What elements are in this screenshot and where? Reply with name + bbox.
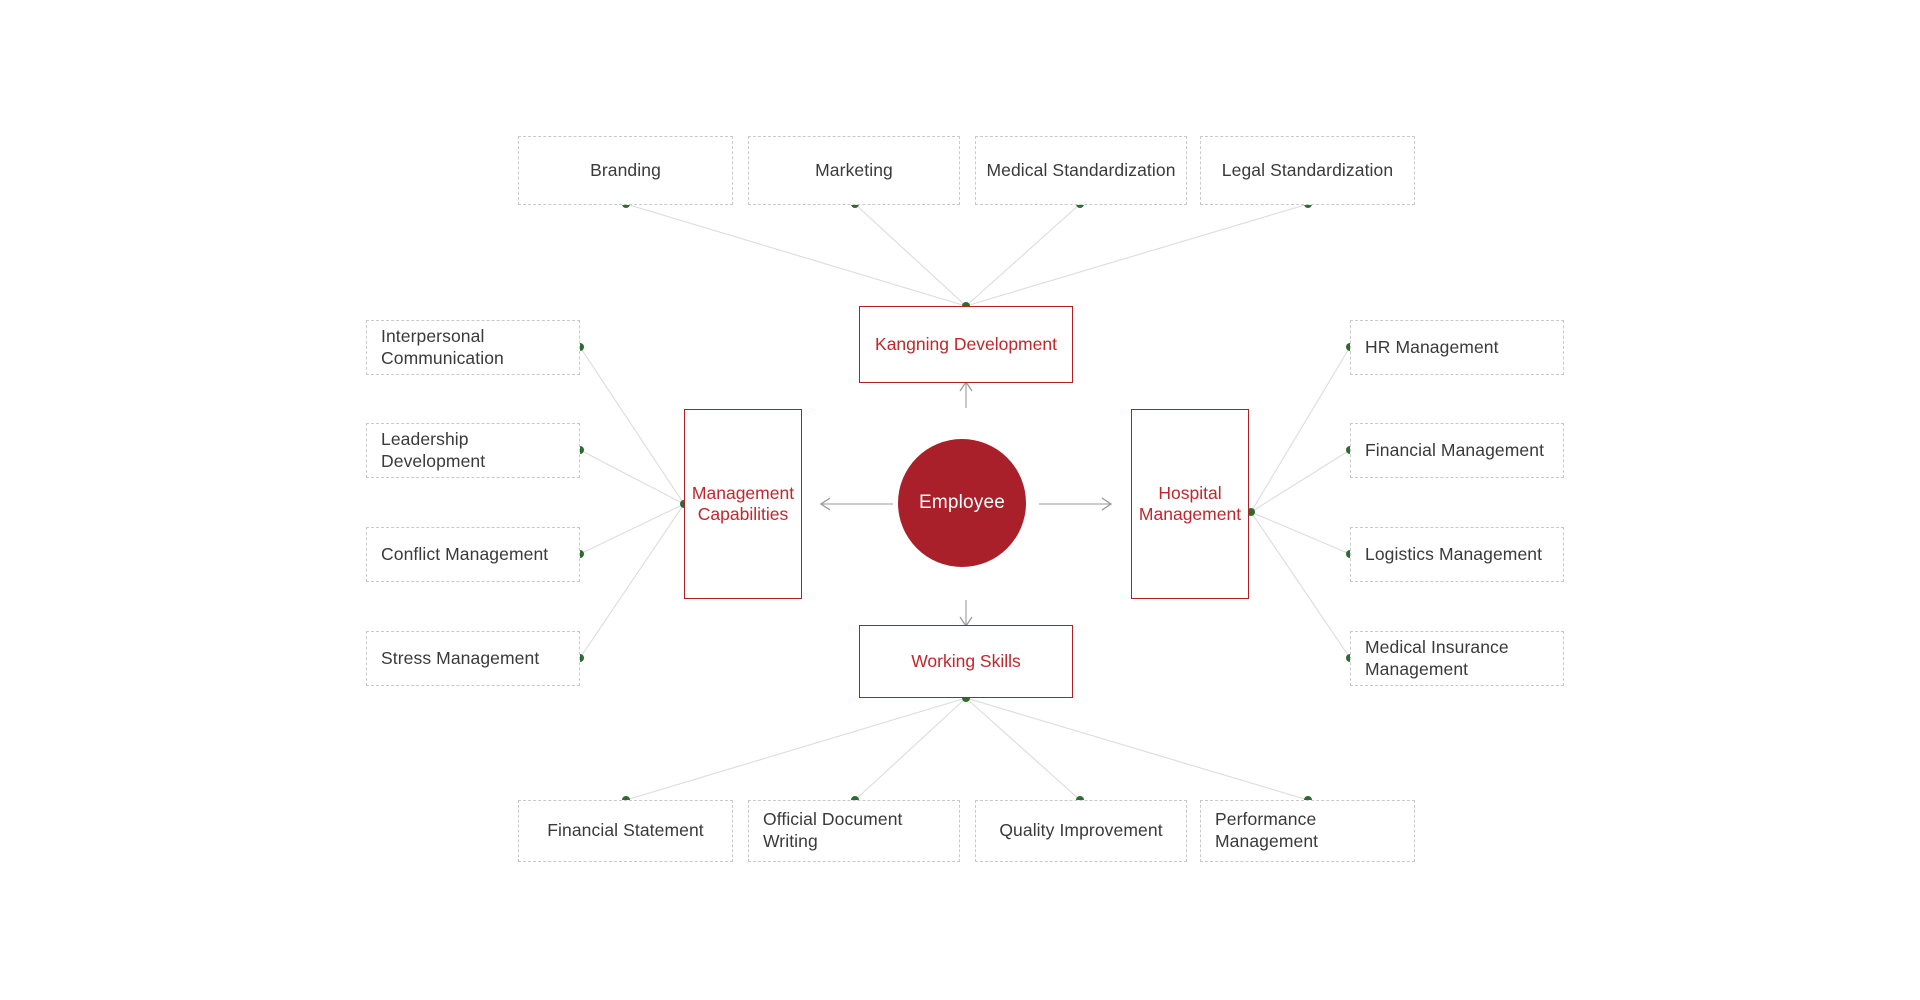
leaf-branding[interactable]: Branding xyxy=(518,136,733,205)
leaf-quality-improvement[interactable]: Quality Improvement xyxy=(975,800,1187,862)
branch-working-skills-label: Working Skills xyxy=(911,650,1021,671)
edge-official-document-writing xyxy=(854,697,967,801)
hub-employee[interactable]: Employee xyxy=(898,439,1026,567)
leaf-marketing-label: Marketing xyxy=(815,159,893,180)
leaf-financial-statement-label: Financial Statement xyxy=(547,820,704,841)
edge-branding xyxy=(625,203,967,307)
arrowhead-hub-to-kangning xyxy=(959,380,973,392)
hub-employee-label: Employee xyxy=(918,492,1006,513)
edge-financial-management xyxy=(1250,449,1351,513)
leaf-branding-label: Branding xyxy=(590,159,661,180)
edge-interpersonal-communication xyxy=(579,346,685,505)
edge-financial-statement xyxy=(625,697,967,801)
leaf-medical-standardization[interactable]: Medical Standardization xyxy=(975,136,1187,205)
edge-stress-management xyxy=(579,503,685,659)
leaf-quality-improvement-label: Quality Improvement xyxy=(999,820,1163,841)
leaf-logistics-management[interactable]: Logistics Management xyxy=(1350,527,1564,582)
leaf-financial-management-label: Financial Management xyxy=(1365,439,1545,460)
edge-medical-standardization xyxy=(965,203,1081,307)
edge-marketing xyxy=(854,203,967,307)
edge-leadership-development xyxy=(579,449,685,505)
edge-quality-improvement xyxy=(965,697,1081,801)
leaf-hr-management[interactable]: HR Management xyxy=(1350,320,1564,375)
edge-performance-management xyxy=(965,697,1309,801)
arrowhead-hub-to-hospital-management xyxy=(1101,497,1113,511)
leaf-hr-management-label: HR Management xyxy=(1365,336,1499,357)
arrowhead-hub-to-management-capabilities xyxy=(819,497,831,511)
leaf-stress-management-label: Stress Management xyxy=(381,647,540,668)
leaf-medical-standardization-label: Medical Standardization xyxy=(986,159,1176,180)
edge-medical-insurance-management xyxy=(1250,511,1351,659)
leaf-financial-management[interactable]: Financial Management xyxy=(1350,423,1564,478)
branch-kangning-development[interactable]: Kangning Development xyxy=(859,306,1073,383)
leaf-conflict-management-label: Conflict Management xyxy=(381,543,549,564)
edge-conflict-management xyxy=(579,503,685,555)
leaf-stress-management[interactable]: Stress Management xyxy=(366,631,580,686)
edge-legal-standardization xyxy=(965,203,1309,307)
leaf-legal-standardization-label: Legal Standardization xyxy=(1221,159,1394,180)
leaf-logistics-management-label: Logistics Management xyxy=(1365,543,1543,564)
edge-logistics-management xyxy=(1250,511,1351,555)
leaf-marketing[interactable]: Marketing xyxy=(748,136,960,205)
branch-working-skills[interactable]: Working Skills xyxy=(859,625,1073,698)
branch-kangning-development-label: Kangning Development xyxy=(875,333,1057,354)
edge-hr-management xyxy=(1250,346,1351,513)
leaf-legal-standardization[interactable]: Legal Standardization xyxy=(1200,136,1415,205)
leaf-financial-statement[interactable]: Financial Statement xyxy=(518,800,733,862)
leaf-conflict-management[interactable]: Conflict Management xyxy=(366,527,580,582)
